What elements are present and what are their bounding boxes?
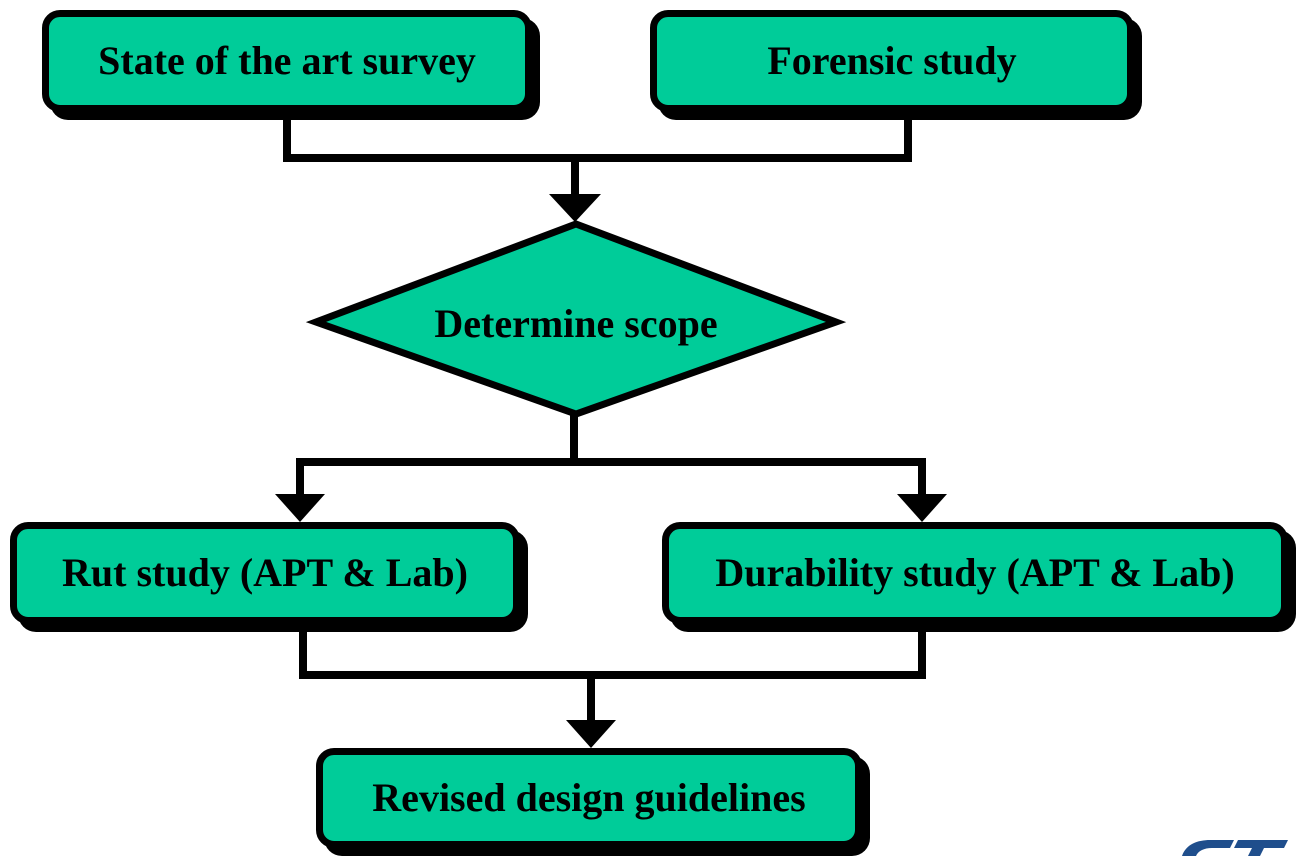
rut-study-label: Rut study (APT & Lab) <box>62 550 468 595</box>
rut-study-box: Rut study (APT & Lab) <box>10 522 520 624</box>
revised-design-guidelines-box: Revised design guidelines <box>316 748 862 848</box>
forensic-study-label: Forensic study <box>767 38 1017 83</box>
arrow-head-to-rut <box>275 494 325 522</box>
arrow-head-to-decision <box>549 194 601 222</box>
determine-scope-label: Determine scope <box>434 300 718 346</box>
state-of-the-art-survey-label: State of the art survey <box>98 38 476 83</box>
revised-design-guidelines-label: Revised design guidelines <box>372 775 806 820</box>
arrow-head-to-guidelines <box>566 720 616 748</box>
arrow-head-to-durability <box>897 494 947 522</box>
split-connector <box>296 414 926 496</box>
logo-mark-shape <box>1182 840 1288 856</box>
state-of-the-art-survey-box: State of the art survey <box>42 10 532 112</box>
forensic-study-box: Forensic study <box>650 10 1134 112</box>
durability-study-label: Durability study (APT & Lab) <box>715 550 1235 595</box>
merge-connector-bottom <box>299 628 926 722</box>
merge-connector-top <box>283 110 912 198</box>
logo-mark-icon <box>1176 838 1296 856</box>
durability-study-box: Durability study (APT & Lab) <box>662 522 1288 624</box>
